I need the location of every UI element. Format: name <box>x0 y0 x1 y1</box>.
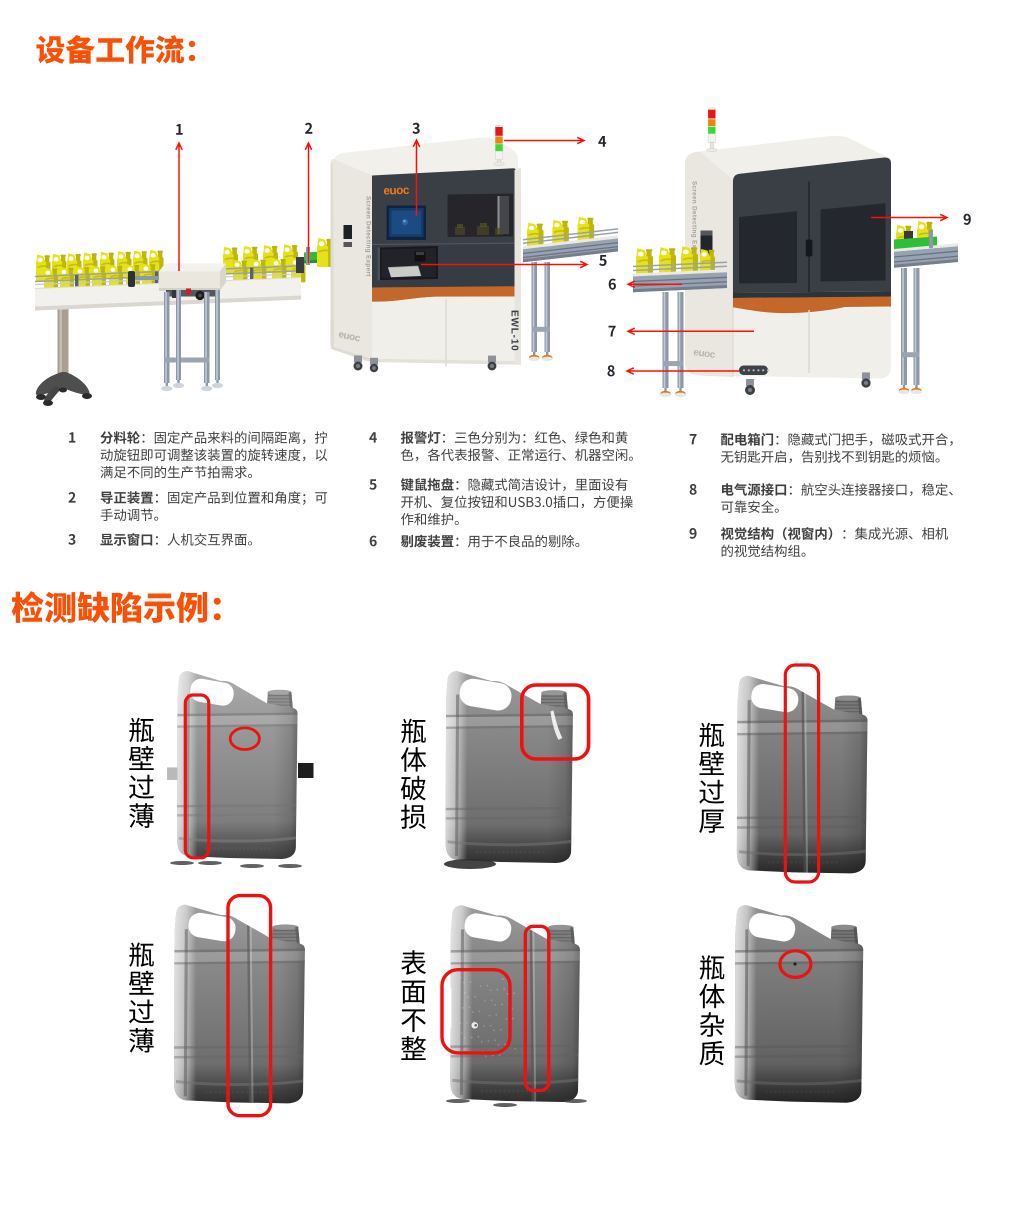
svg-text:Screen Detecting Expert: Screen Detecting Expert <box>691 181 698 262</box>
svg-text:euoc: euoc <box>337 329 361 344</box>
svg-text:Screen Detecting Expert: Screen Detecting Expert <box>365 196 372 277</box>
svg-text:euoc: euoc <box>693 347 717 361</box>
svg-text:euoc: euoc <box>383 183 410 198</box>
svg-text:EWL-10: EWL-10 <box>509 310 520 351</box>
